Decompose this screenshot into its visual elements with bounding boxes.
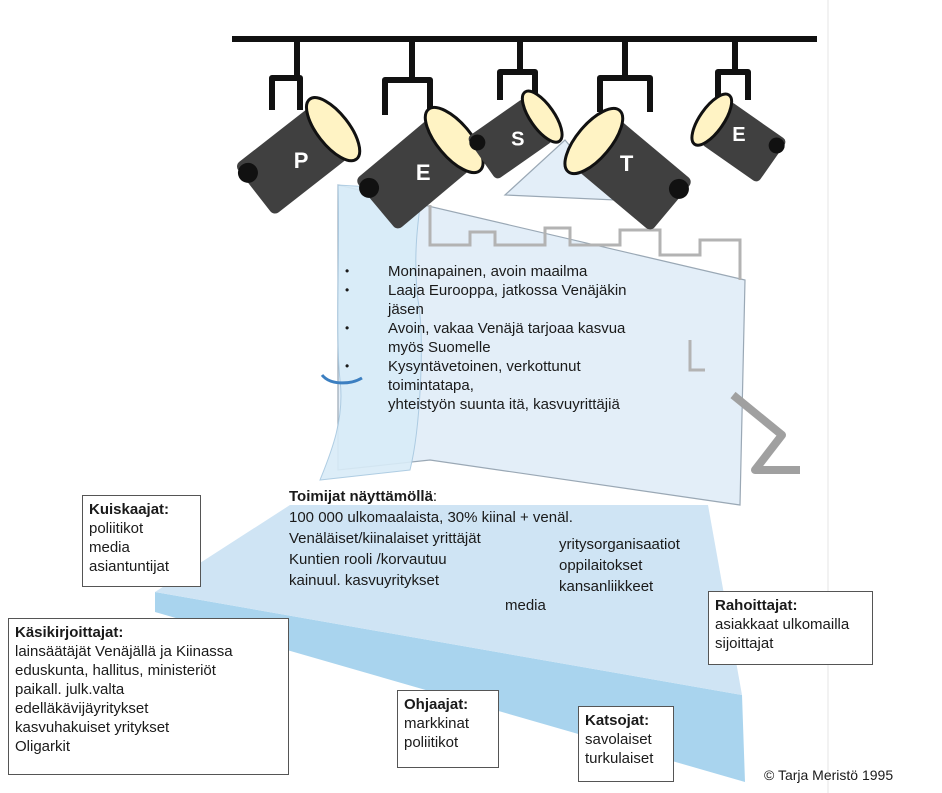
stage-right-2: oppilaitokset [559,557,643,574]
lamp-hangers [269,42,751,115]
stage-right-1: yritysorganisaatiot [559,536,680,553]
lighting-rail [232,36,817,42]
box-ohjaajat: Ohjaajat: markkinat poliitikot [397,690,499,768]
bullet-item: Kysyntävetoinen, verkottunut toimintatap… [345,357,627,414]
bullet-item: Moninapainen, avoin maailma [345,262,627,281]
box-title: Katsojat: [585,712,650,729]
castle-window [688,340,705,372]
castle-battlements [428,205,742,280]
stage-line-3: Kuntien rooli /korvautuu [289,551,447,568]
lamp-s: S [468,89,564,179]
lamp-e1: E [357,105,485,229]
box-title: Rahoittajat: [715,597,798,614]
lamp-t-letter: T [620,151,634,176]
lamp-e1-letter: E [416,160,431,185]
lamp-s-letter: S [511,128,524,150]
stage-line-4: kainuul. kasvuyritykset [289,572,440,589]
stage-right-3: kansanliikkeet [559,578,654,595]
lamp-e2-letter: E [732,124,745,146]
stage-line-1: 100 000 ulkomaalaista, 30% kiinal + venä… [289,509,573,526]
bullet-item: Avoin, vakaa Venäjä tarjoaa kasvua myös … [345,319,627,357]
lamp-t: T [563,106,691,230]
box-title: Ohjaajat: [404,696,469,713]
lamp-p-letter: P [294,148,309,173]
stage-line-2: Venäläiset/kiinalaiset yrittäjät [289,530,481,547]
stage-floor [155,505,742,695]
lamp-e2: E [690,92,786,182]
box-rahoittajat: Rahoittajat: asiakkaat ulkomailla sijoit… [708,591,873,665]
bullet-item: Laaja Eurooppa, jatkossa Venäjäkin jäsen [345,281,627,319]
stage-media: media [505,597,546,614]
box-katsojat: Katsojat: savolaiset turkulaiset [578,706,674,782]
box-title: Kuiskaajat: [89,501,170,518]
lamp-p: P [237,96,362,214]
box-kasikirjoittajat: Käsikirjoittajat: lainsäätäjät Venäjällä… [8,618,289,775]
copyright: © Tarja Meristö 1995 [764,767,894,783]
scenario-bullets: Moninapainen, avoin maailma Laaja Euroop… [345,262,627,414]
stage-title: Toimijat näyttämöllä: [289,488,438,505]
box-title: Käsikirjoittajat: [15,624,124,641]
easel-support [730,391,800,474]
box-kuiskaajat: Kuiskaajat: poliitikot media asiantuntij… [82,495,201,587]
